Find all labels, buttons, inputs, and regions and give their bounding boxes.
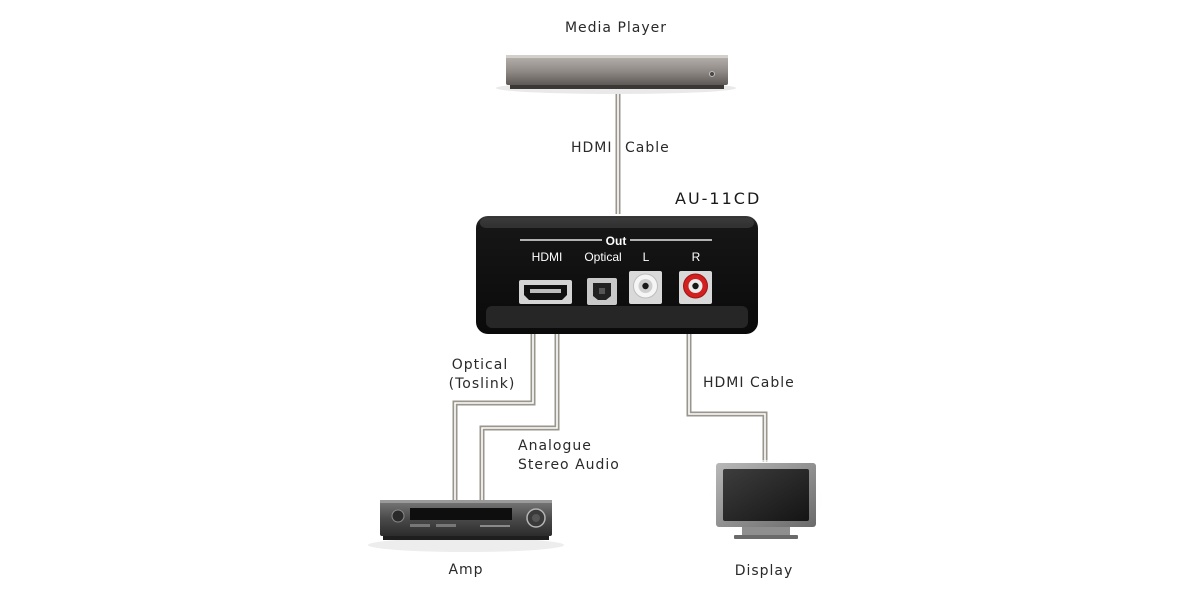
top-cable-label-cable: Cable [625,140,670,156]
converter-port-left-label: L [642,250,650,264]
converter-model-label: AU-11CD [675,189,762,208]
converter-port-hdmi-label: HDMI [531,250,563,264]
rca-left-port-icon [629,271,662,304]
hdmi-out-cable-label: HDMI Cable [703,375,795,391]
media-player-label: Media Player [564,20,668,36]
optical-cable-label-line1: Optical [451,357,509,373]
amp-label: Amp [448,562,484,578]
display-label: Display [734,563,794,579]
rca-right-port-icon [679,271,712,304]
cable-group [452,90,768,503]
converter-device [476,216,758,334]
cable-hdmi-out [686,333,768,462]
optical-cable-label-line2: (Toslink) [448,376,516,392]
display-device [707,460,825,540]
amp-device [368,500,564,552]
optical-port-icon [587,278,617,305]
converter-port-optical-label: Optical [584,250,622,264]
hdmi-port-icon [519,280,572,304]
media-player-device [496,55,736,94]
top-cable-label-hdmi: HDMI [571,140,613,156]
power-led-icon [709,71,715,77]
converter-out-heading: Out [605,234,627,248]
analogue-cable-label-line1: Analogue [518,438,592,454]
analogue-cable-label-line2: Stereo Audio [518,457,620,473]
converter-port-right-label: R [691,250,701,264]
